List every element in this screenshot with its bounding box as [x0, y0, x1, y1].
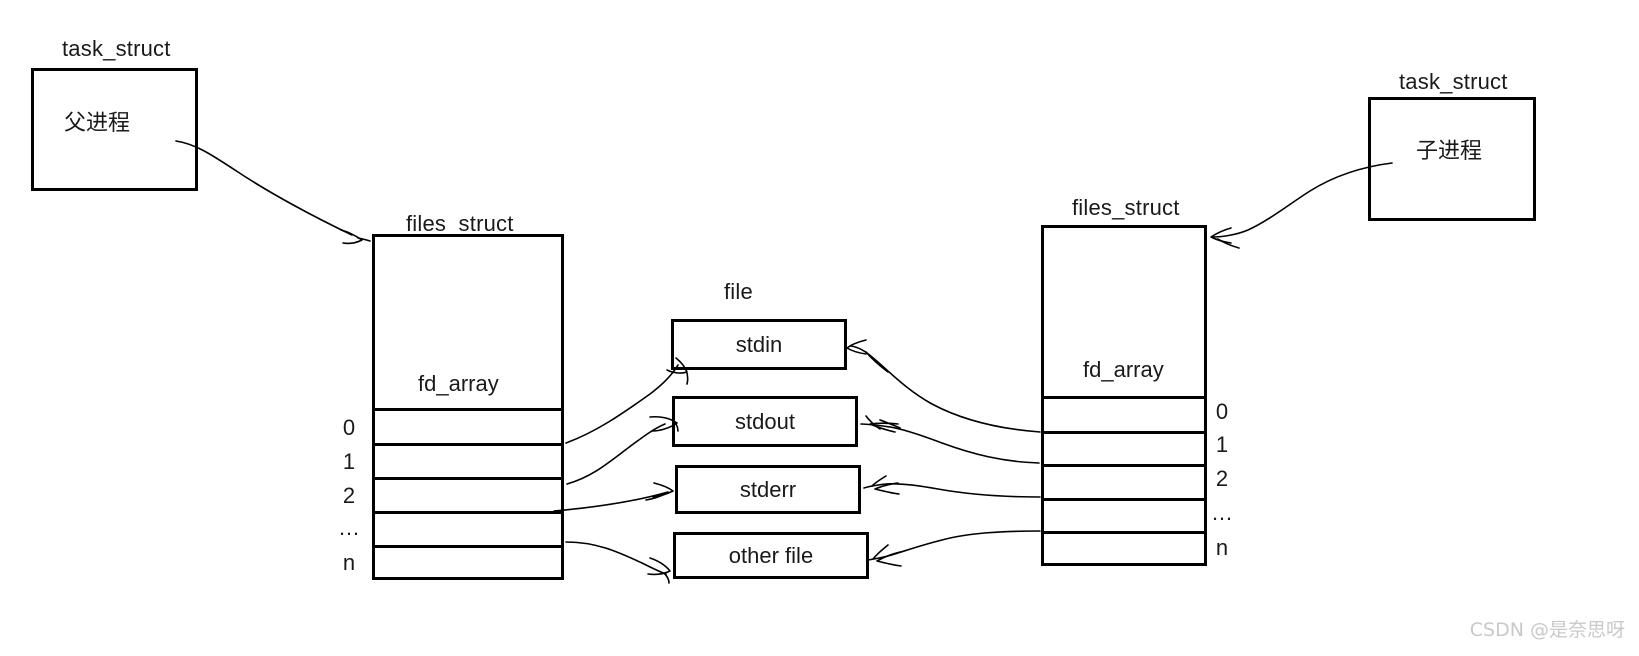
- left-fd-row-dots: [372, 511, 564, 545]
- arrow-rfd0-to-stdin: [867, 344, 1040, 432]
- file-box-stdin: stdin: [671, 319, 847, 370]
- right-task-struct-box: [1368, 97, 1536, 221]
- arrow-rfd1-to-stdout-head-b: [879, 419, 901, 429]
- file-box-stdout: stdout: [672, 396, 858, 447]
- right-fd-row-1: [1041, 431, 1207, 464]
- arrow-left-task-to-files: [175, 140, 353, 236]
- right-files-struct-caption: files_struct: [1072, 195, 1180, 220]
- right-fd-index-1: 1: [1215, 432, 1229, 457]
- right-files-struct-header: [1041, 225, 1207, 396]
- left-fd-index-dots: …: [338, 515, 360, 540]
- arrow-fd0-to-stdin-head-b: [685, 369, 689, 385]
- arrow-fd2-to-stderr-head-a: [652, 482, 674, 498]
- arrow-rfd3-to-otherfile-line: [867, 530, 1041, 561]
- arrow-fd3-to-otherfile-head-a: [647, 557, 671, 576]
- left-fd-index-n: n: [342, 550, 356, 575]
- arrow-rfd0-to-stdin-line: [850, 345, 1041, 433]
- right-fd-array-label: fd_array: [1083, 357, 1164, 382]
- arrow-right-task-to-files: [1211, 162, 1393, 238]
- left-task-struct-label: 父进程: [64, 111, 131, 136]
- arrow-rfd1-to-stdout-head-a: [869, 422, 899, 433]
- watermark: CSDN @是奈思呀: [1469, 619, 1625, 641]
- arrow-left-task-to-files-head-b: [357, 237, 371, 242]
- right-fd-row-0: [1041, 396, 1207, 431]
- right-task-struct-label: 子进程: [1416, 139, 1483, 164]
- right-fd-index-0: 0: [1215, 399, 1229, 424]
- file-group-caption: file: [724, 279, 753, 304]
- arrow-rfd3-to-otherfile-head-b: [872, 544, 889, 560]
- left-fd-row-0: [372, 408, 564, 443]
- arrow-rfd2-to-stderr-line: [863, 482, 1041, 498]
- arrow-rfd0-to-stdin-head-b: [865, 351, 889, 373]
- file-box-stderr-label: stderr: [739, 476, 797, 502]
- arrow-left-task-to-files-head-a: [340, 229, 363, 245]
- left-fd-index-2: 2: [342, 483, 356, 508]
- arrow-fd2-to-stderr: [553, 491, 669, 512]
- file-box-stdin-label: stdin: [735, 331, 783, 357]
- right-fd-index-dots: …: [1211, 500, 1233, 525]
- arrow-rfd1-to-stdout-head-c: [865, 415, 881, 430]
- left-task-struct-box: [31, 68, 198, 191]
- arrow-rfd2-to-stderr-head-b: [871, 475, 887, 487]
- arrow-rfd2-to-stderr-head-a: [874, 482, 900, 495]
- right-fd-row-n: [1041, 531, 1207, 566]
- left-fd-row-n: [372, 545, 564, 580]
- file-box-other-file: other file: [673, 532, 869, 579]
- arrow-fd0-to-stdin: [565, 364, 679, 444]
- arrow-right-task-to-files-head-b: [1217, 238, 1240, 249]
- file-box-stderr: stderr: [675, 465, 861, 514]
- left-fd-index-1: 1: [342, 449, 356, 474]
- left-files-struct-caption: files_struct: [406, 211, 514, 236]
- left-fd-row-2: [372, 477, 564, 511]
- right-fd-row-dots: [1041, 498, 1207, 531]
- file-box-other-file-label: other file: [728, 542, 814, 568]
- arrow-fd3-to-otherfile-head-b: [663, 572, 670, 584]
- arrow-fd3-to-otherfile: [565, 541, 667, 575]
- left-fd-row-1: [372, 443, 564, 477]
- left-task-struct-caption: task_struct: [62, 36, 171, 61]
- left-fd-index-0: 0: [342, 415, 356, 440]
- arrow-rfd3-to-otherfile-head-a: [876, 551, 902, 567]
- right-fd-row-2: [1041, 464, 1207, 498]
- left-files-struct-header: [372, 234, 564, 408]
- arrow-fd1-to-stdout: [566, 423, 666, 485]
- right-fd-index-n: n: [1215, 535, 1229, 560]
- right-task-struct-caption: task_struct: [1399, 69, 1508, 94]
- arrow-rfd1-to-stdout-line: [860, 423, 1040, 464]
- arrow-fd2-to-stderr-head-b: [645, 493, 666, 501]
- file-box-stdout-label: stdout: [735, 408, 795, 434]
- arrow-right-task-to-files-head-a: [1210, 227, 1232, 244]
- arrow-rfd0-to-stdin-head-a: [846, 339, 867, 355]
- right-fd-index-2: 2: [1215, 466, 1229, 491]
- left-fd-array-label: fd_array: [418, 371, 499, 396]
